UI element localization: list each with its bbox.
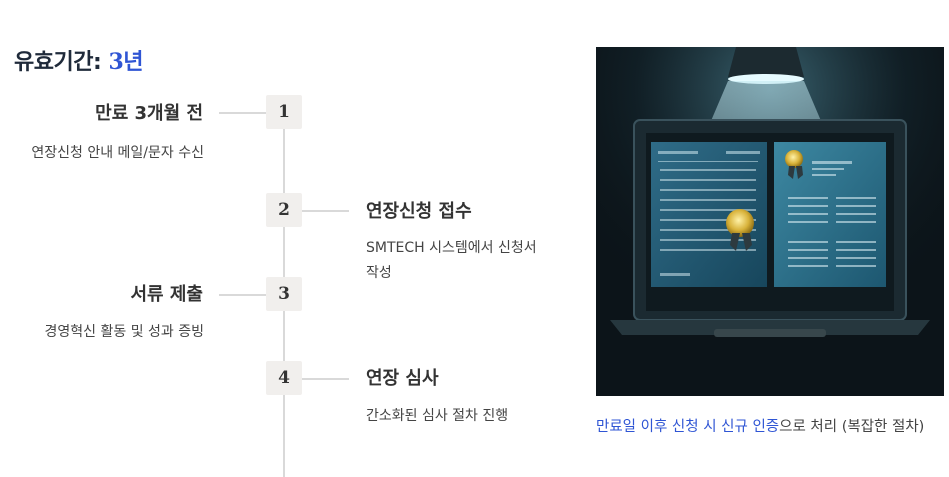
step-2-connector (302, 210, 349, 212)
step-1-number: 1 (266, 95, 302, 129)
step-3-connector (219, 294, 266, 296)
step-2-number: 2 (266, 193, 302, 227)
new-certification-link[interactable]: 만료일 이후 신청 시 신규 인증 (596, 419, 780, 435)
step-4-title: 연장 심사 (366, 368, 439, 389)
step-2-title: 연장신청 접수 (366, 201, 472, 222)
step-1-desc: 연장신청 안내 메일/문자 수신 (31, 145, 204, 161)
laptop-certificate-image (596, 47, 944, 396)
image-caption: 만료일 이후 신청 시 신규 인증으로 처리 (복잡한 절차) (596, 414, 946, 440)
step-1-connector (219, 112, 266, 114)
page-title: 유효기간: 3년 (14, 44, 143, 76)
step-4-desc: 간소화된 심사 절차 진행 (366, 408, 509, 424)
step-1-title: 만료 3개월 전 (95, 103, 203, 124)
page-title-value: 3년 (108, 49, 143, 75)
step-3-desc: 경영혁신 활동 및 성과 증빙 (44, 324, 204, 340)
renewal-illustration (596, 47, 944, 396)
step-4-number: 4 (266, 361, 302, 395)
caption-rest-text: 으로 처리 (복잡한 절차) (779, 419, 925, 435)
step-3-number: 3 (266, 277, 302, 311)
step-3-title: 서류 제출 (130, 284, 203, 305)
page-title-label: 유효기간: (14, 50, 102, 75)
step-4-connector (302, 378, 349, 380)
step-2-desc: SMTECH 시스템에서 신청서 작성 (366, 240, 537, 281)
